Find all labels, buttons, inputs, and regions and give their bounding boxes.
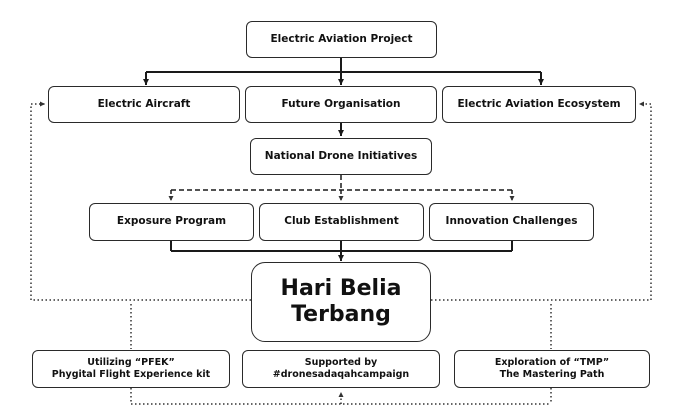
node-electric-aviation-project: Electric Aviation Project bbox=[246, 21, 437, 58]
tmp-line-2: The Mastering Path bbox=[499, 369, 605, 380]
node-exposure-program: Exposure Program bbox=[89, 203, 254, 241]
hero-line-2: Terbang bbox=[291, 302, 391, 327]
node-electric-aircraft: Electric Aircraft bbox=[48, 86, 240, 123]
supported-line-1: Supported by bbox=[304, 357, 378, 369]
pfek-line-2: Phygital Flight Experience kit bbox=[51, 369, 211, 380]
dotted-left-loop bbox=[30, 101, 251, 301]
node-future-organisation: Future Organisation bbox=[245, 86, 437, 123]
hero-line-1: Hari Belia bbox=[280, 275, 402, 301]
node-innovation-challenges: Innovation Challenges bbox=[429, 203, 594, 241]
node-supported-by: Supported by #dronesadaqahcampaign bbox=[242, 350, 440, 388]
node-national-drone-initiatives: National Drone Initiatives bbox=[250, 138, 432, 175]
node-utilizing-pfek: Utilizing “PFEK” Phygital Flight Experie… bbox=[32, 350, 230, 388]
node-club-establishment: Club Establishment bbox=[259, 203, 424, 241]
node-exploration-tmp: Exploration of “TMP” The Mastering Path bbox=[454, 350, 650, 388]
pfek-line-1: Utilizing “PFEK” bbox=[87, 357, 175, 369]
node-hari-belia-terbang: Hari Belia Terbang bbox=[251, 262, 431, 342]
dotted-right-loop bbox=[431, 101, 652, 301]
supported-line-2: #dronesadaqahcampaign bbox=[272, 369, 410, 380]
node-electric-aviation-ecosystem: Electric Aviation Ecosystem bbox=[442, 86, 636, 123]
tmp-line-1: Exploration of “TMP” bbox=[494, 357, 610, 369]
